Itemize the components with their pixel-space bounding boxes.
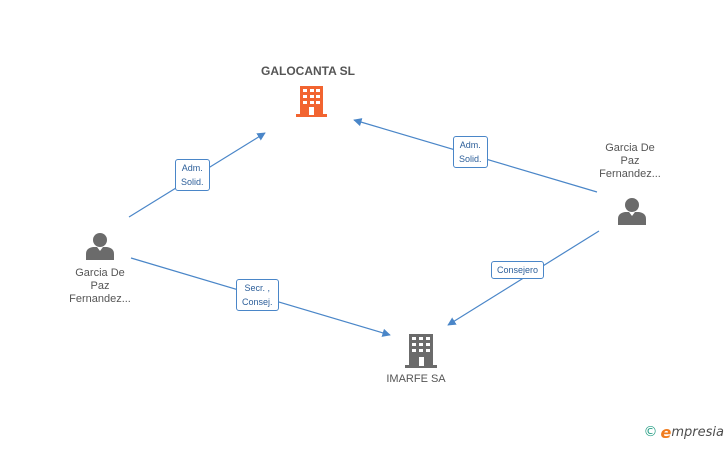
edge-label-line: Adm. — [181, 163, 203, 173]
person-right-label-line-2: Paz — [620, 155, 640, 167]
galocanta-label[interactable]: GALOCANTA SL — [261, 64, 355, 78]
edge-label-line: Solid. — [181, 177, 204, 187]
brand-logo-e: e — [660, 422, 672, 442]
person-icon[interactable] — [618, 198, 646, 225]
building-icon[interactable] — [296, 86, 327, 117]
imarfe-label[interactable]: IMARFE SA — [386, 373, 446, 385]
edge-label-line: Consejero — [497, 265, 539, 275]
person-left-label-line-1: Garcia De — [75, 267, 125, 279]
edge-label-secr-consej: Secr. , Consej. — [236, 279, 279, 311]
edge-label-adm-solid-right: Adm. Solid. — [453, 136, 488, 168]
person-right-label-line-1: Garcia De — [605, 142, 655, 154]
edge-label-line: Adm. — [459, 140, 481, 150]
edge-label-consejero: Consejero — [491, 261, 545, 279]
empresia-brand[interactable]: © e mpresia — [644, 422, 724, 442]
person-icon[interactable] — [86, 233, 114, 260]
edge-label-adm-solid-left: Adm. Solid. — [175, 159, 210, 191]
person-right-label[interactable]: Garcia De Paz Fernandez... — [580, 142, 680, 181]
person-left-label-line-2: Paz — [90, 280, 110, 292]
copyright-icon: © — [643, 424, 658, 440]
edge-label-line: Secr. , — [244, 283, 271, 293]
person-right-label-line-3: Fernandez... — [599, 168, 661, 180]
edge-label-line: Solid. — [459, 154, 482, 164]
person-left-label-line-3: Fernandez... — [69, 293, 131, 305]
building-icon[interactable] — [405, 334, 437, 368]
brand-name: mpresia — [671, 424, 724, 440]
person-left-label[interactable]: Garcia De Paz Fernandez... — [50, 267, 150, 306]
edge-label-line: Consej. — [242, 297, 273, 307]
